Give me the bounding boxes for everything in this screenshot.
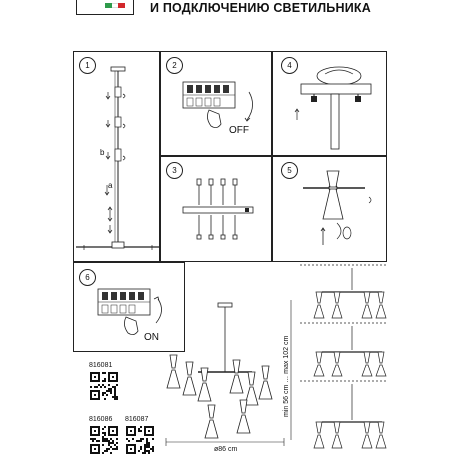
step-number-6: 6 [79,269,96,286]
label-b: b [100,148,105,157]
step-number-3: 3 [166,162,183,179]
screws-icon [182,178,254,240]
shade-install-icon [303,170,372,245]
code-816087: 816087 [125,416,149,423]
cable-hanger-icon [76,66,159,250]
caption-off: OFF [229,125,249,136]
panel-step-5: 5 [272,156,387,262]
breaker-off-icon [182,81,253,128]
brand-logo [76,0,134,15]
qr-code-icon [90,426,118,454]
breaker-on-icon [97,288,162,335]
code-816081: 816081 [89,362,113,369]
qr-code-icon [126,426,154,454]
page-title: И ПОДКЛЮЧЕНИЮ СВЕТИЛЬНИКА [150,1,371,15]
canopy-wiring-icon [294,66,372,150]
caption-on: ON [144,332,159,343]
step-number-1: 1 [79,57,96,74]
panel-step-6: 6 ON [73,262,185,352]
panel-step-1: 1 b a [73,51,160,262]
label-a: a [108,181,113,190]
panel-step-2: 2 OFF [160,51,272,156]
step-number-4: 4 [281,57,298,74]
qr-code-icon [90,372,118,400]
panel-step-3: 3 [160,156,272,262]
step-number-2: 2 [166,57,183,74]
diameter-label: ø86 cm [214,446,238,453]
flag-stripe [105,3,126,8]
step-number-5: 5 [281,162,298,179]
code-816086: 816086 [89,416,113,423]
panel-step-4: 4 [272,51,387,156]
